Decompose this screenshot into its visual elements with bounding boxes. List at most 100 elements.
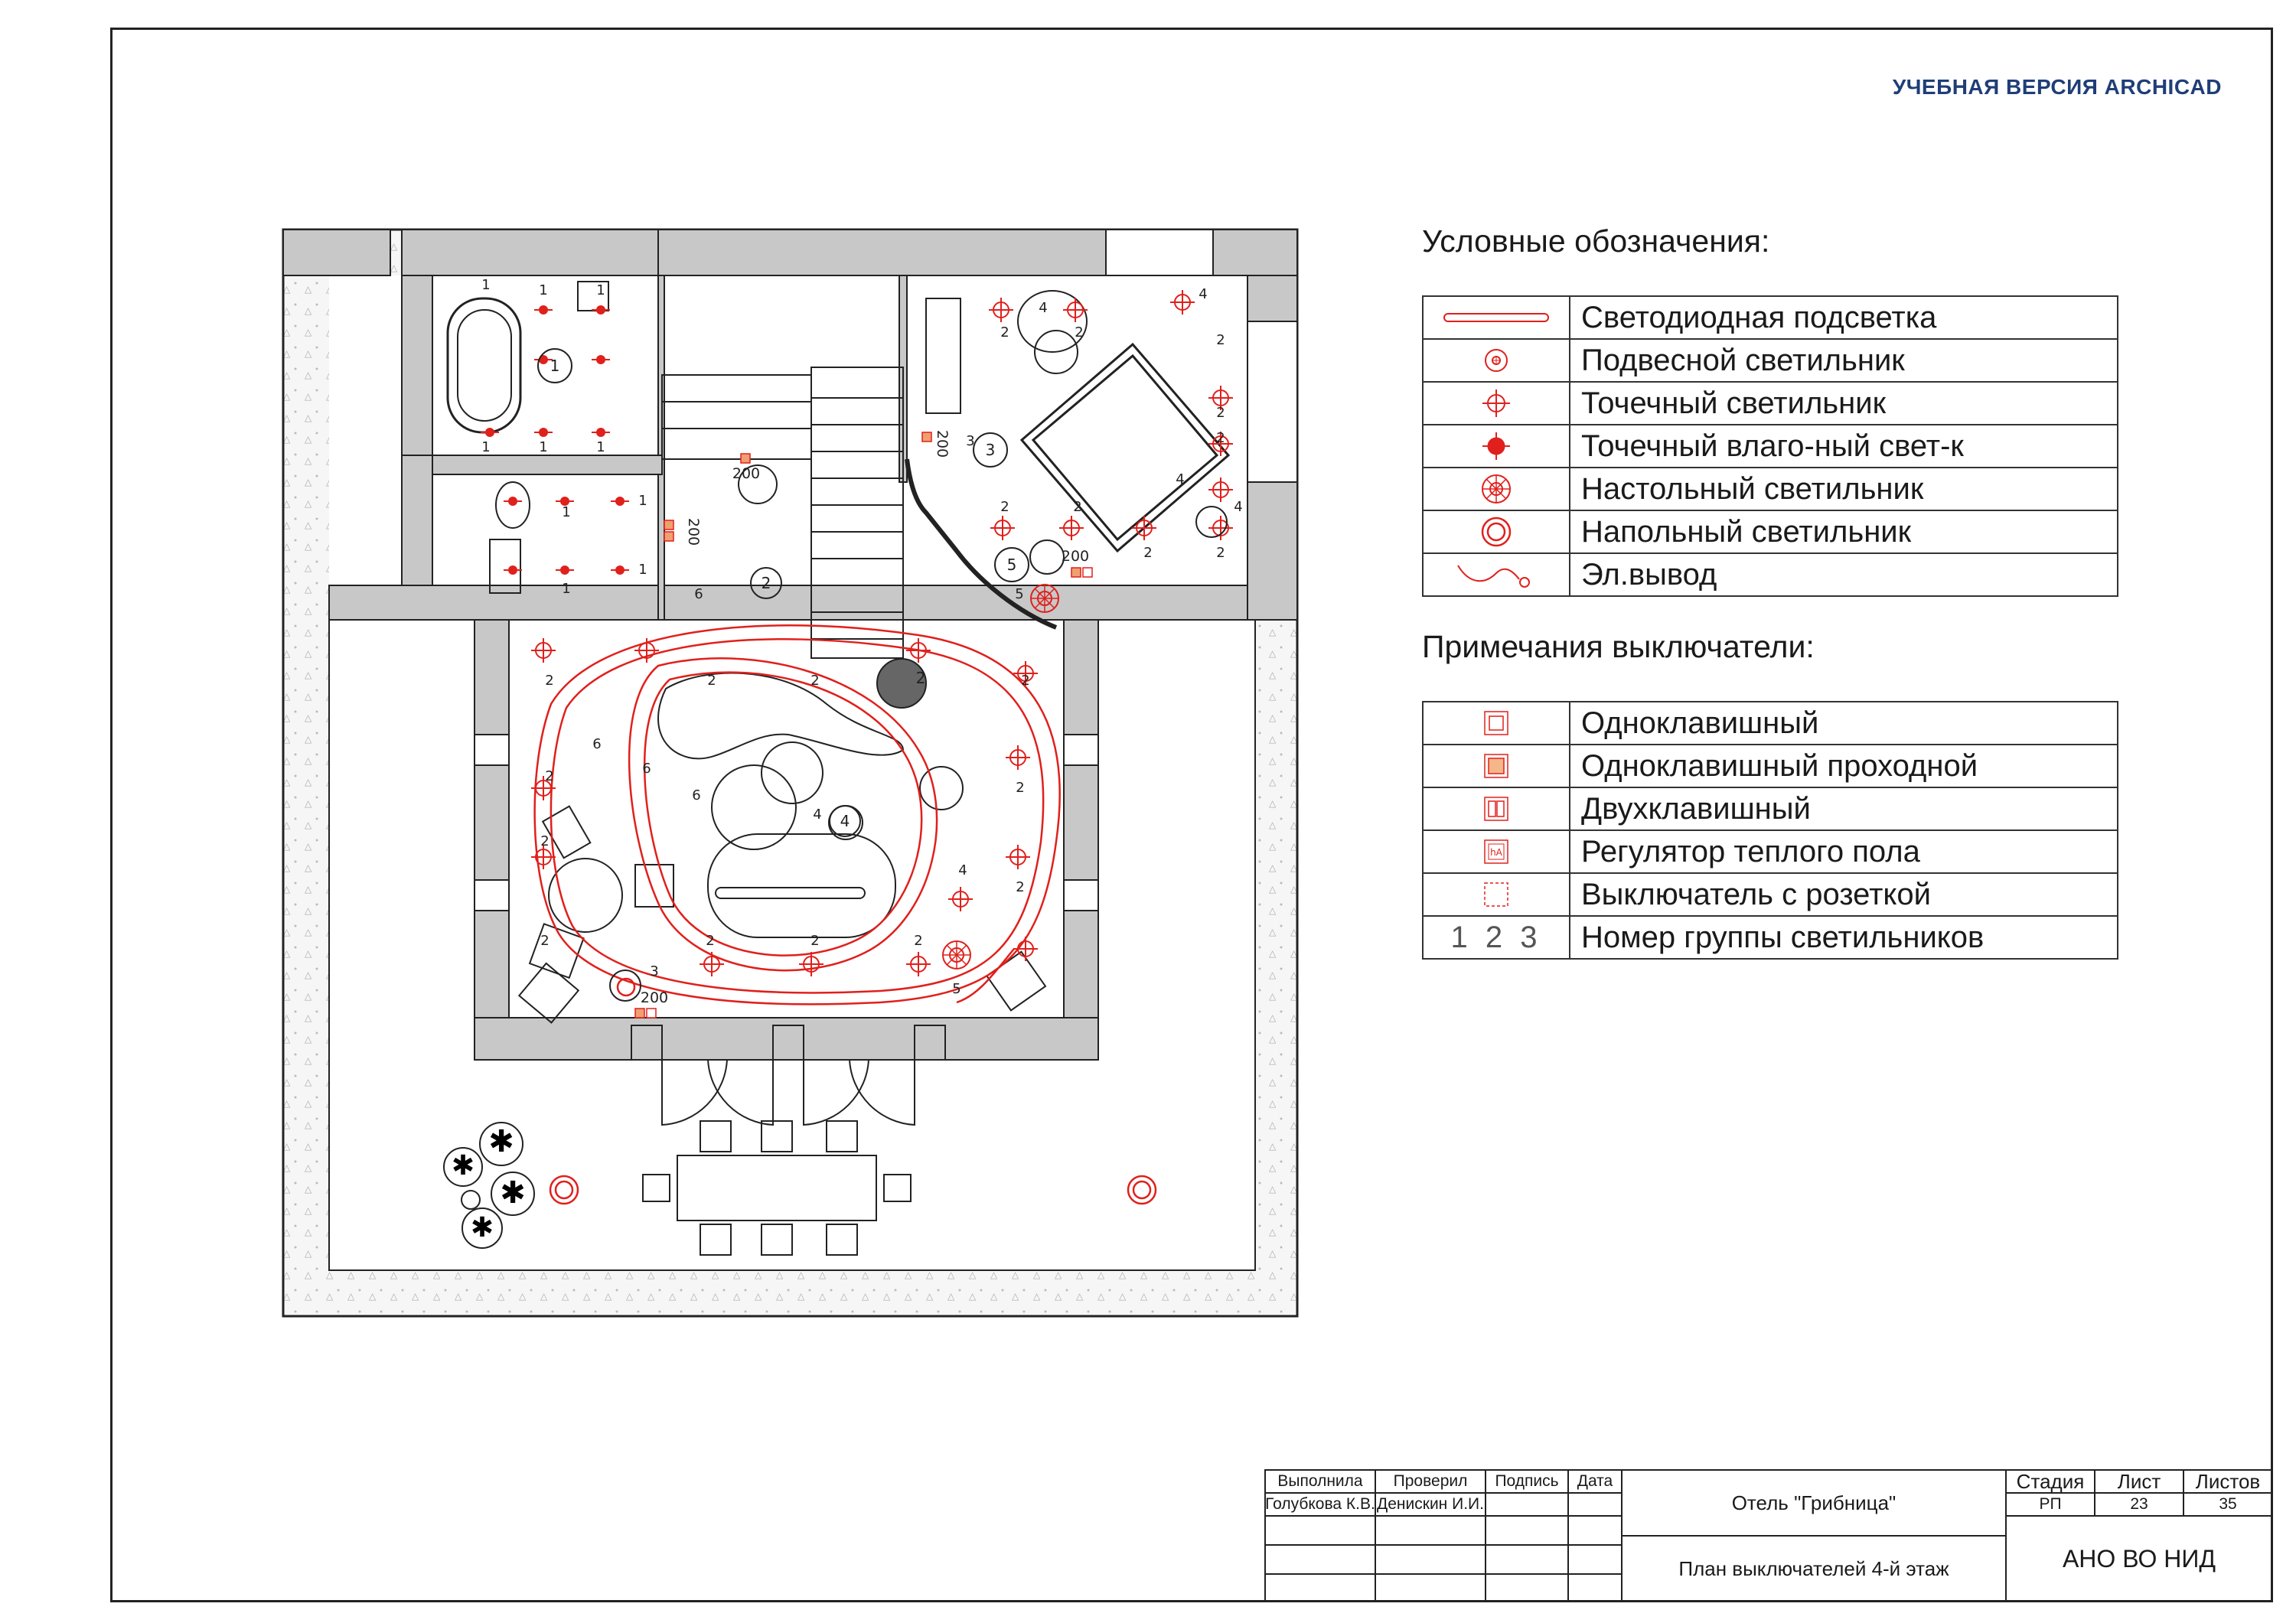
svg-text:1: 1 xyxy=(539,439,547,455)
heights: 200 200 200 200 200 xyxy=(641,430,1089,1006)
svg-text:2: 2 xyxy=(1016,780,1024,796)
spot-light-icon xyxy=(1482,389,1510,417)
waterproof-spot-icon xyxy=(1482,432,1510,460)
legend-row: Светодиодная подсветка xyxy=(1422,295,2118,340)
svg-text:3: 3 xyxy=(986,441,996,459)
stage-label: Стадия xyxy=(2005,1469,2095,1494)
legend-table: Светодиодная подсветка Подвесной светиль… xyxy=(1422,295,2118,597)
project-name: Отель "Грибница" xyxy=(1621,1469,2007,1537)
pendant-lights xyxy=(537,348,1228,1002)
svg-text:4: 4 xyxy=(813,807,821,823)
checker-name: Денискин И.И. xyxy=(1375,1492,1486,1517)
sheet-label: Лист xyxy=(2094,1469,2184,1494)
svg-text:2: 2 xyxy=(707,673,716,689)
legend-row: hA Регулятор теплого пола xyxy=(1422,829,2118,874)
legend-label: Напольный светильник xyxy=(1569,510,2118,554)
sheets-label: Листов xyxy=(2183,1469,2273,1494)
performer-name: Голубкова К.В. xyxy=(1264,1492,1376,1517)
legend-title: Условные обозначения: xyxy=(1422,223,1770,259)
svg-text:1: 1 xyxy=(481,439,490,455)
svg-text:6: 6 xyxy=(642,761,651,777)
svg-text:4: 4 xyxy=(958,862,967,878)
svg-text:5: 5 xyxy=(1007,556,1017,574)
svg-text:2: 2 xyxy=(810,673,819,689)
svg-text:2: 2 xyxy=(1143,545,1152,561)
pendant-light-icon xyxy=(1485,349,1508,372)
svg-text:2: 2 xyxy=(1216,545,1225,561)
svg-text:2: 2 xyxy=(914,933,922,949)
svg-text:200: 200 xyxy=(934,430,951,458)
svg-text:2: 2 xyxy=(1021,673,1029,689)
svg-text:2: 2 xyxy=(1075,324,1083,341)
legend-row: Настольный светильник xyxy=(1422,467,2118,511)
group-labels: 1 1 1 1 1 1 1 1 1 1 2 2 2 2 2 2 2 2 2 2 … xyxy=(481,277,1242,997)
svg-text:2: 2 xyxy=(1000,499,1009,515)
svg-text:200: 200 xyxy=(1062,548,1089,565)
legend-label: Одноклавишный xyxy=(1569,701,2118,745)
svg-text:200: 200 xyxy=(685,518,702,546)
svg-text:2: 2 xyxy=(1216,332,1225,348)
watermark: УЧЕБНАЯ ВЕРСИЯ ARCHICAD xyxy=(1892,75,2222,99)
electrical-outlet-wire-icon xyxy=(1457,565,1530,588)
svg-text:3: 3 xyxy=(650,963,658,979)
legend-label: Одноклавишный проходной xyxy=(1569,744,2118,788)
plants: ✱ ✱ ✱ ✱ xyxy=(443,1122,535,1249)
group-label: 1 xyxy=(481,277,490,293)
svg-text:2: 2 xyxy=(706,933,714,949)
floor-lamp-icon xyxy=(1481,517,1512,547)
svg-text:200: 200 xyxy=(732,465,760,482)
svg-text:1: 1 xyxy=(596,439,605,455)
svg-text:6: 6 xyxy=(692,787,700,803)
legend-label: Эл.вывод xyxy=(1569,552,2118,597)
legend-row: Двухклавишный xyxy=(1422,787,2118,831)
table-lamp-icon xyxy=(1482,474,1511,504)
svg-text:1: 1 xyxy=(539,282,547,298)
svg-text:6: 6 xyxy=(694,586,703,602)
svg-text:4: 4 xyxy=(1234,499,1242,515)
svg-text:2: 2 xyxy=(1016,879,1024,895)
pass-through-switch-icon xyxy=(1484,754,1508,778)
svg-text:✱: ✱ xyxy=(500,1175,526,1211)
bed xyxy=(1019,342,1231,553)
svg-text:2: 2 xyxy=(1000,324,1009,341)
legend-label: Точечный влаго-ный свет-к xyxy=(1569,424,2118,468)
svg-text:2: 2 xyxy=(762,574,771,592)
svg-text:4: 4 xyxy=(840,812,850,830)
svg-text:200: 200 xyxy=(641,989,668,1006)
legend-label: Двухклавишный xyxy=(1569,787,2118,831)
dining-table xyxy=(642,1120,912,1256)
svg-text:2: 2 xyxy=(540,833,549,849)
svg-text:2: 2 xyxy=(545,673,553,689)
svg-text:✱: ✱ xyxy=(488,1124,514,1159)
svg-text:2: 2 xyxy=(1216,430,1225,446)
svg-text:1: 1 xyxy=(562,504,570,520)
stage-value: РП xyxy=(2005,1492,2095,1517)
group-number-glyph: 1 2 3 xyxy=(1450,920,1542,954)
switches xyxy=(634,432,1093,1018)
svg-text:2: 2 xyxy=(1216,405,1225,421)
svg-text:1: 1 xyxy=(638,493,647,509)
col-checked: Проверил xyxy=(1375,1469,1486,1494)
legend-row: Напольный светильник xyxy=(1422,510,2118,554)
svg-text:4: 4 xyxy=(1176,471,1184,487)
legend-label: Светодиодная подсветка xyxy=(1569,295,2118,340)
col-signature: Подпись xyxy=(1485,1469,1569,1494)
single-switch-icon xyxy=(1484,711,1508,735)
svg-text:2: 2 xyxy=(1073,499,1081,515)
switch-with-socket-icon xyxy=(1484,882,1508,907)
svg-text:3: 3 xyxy=(966,433,974,449)
legend-label: Точечный светильник xyxy=(1569,381,2118,425)
col-date: Дата xyxy=(1567,1469,1623,1494)
svg-text:5: 5 xyxy=(952,981,960,997)
svg-text:✱: ✱ xyxy=(471,1212,494,1243)
legend-row: Одноклавишный проходной xyxy=(1422,744,2118,788)
legend-label: Номер группы светильников xyxy=(1569,915,2118,960)
legend-row: 1 2 3 Номер группы светильников xyxy=(1422,915,2118,960)
svg-text:2: 2 xyxy=(545,768,553,784)
floor-lamps xyxy=(549,977,1157,1205)
led-strip-icon xyxy=(1443,313,1549,322)
legend-label: Подвесной светильник xyxy=(1569,338,2118,383)
legend-label: Регулятор теплого пола xyxy=(1569,829,2118,874)
col-performed: Выполнила xyxy=(1264,1469,1376,1494)
